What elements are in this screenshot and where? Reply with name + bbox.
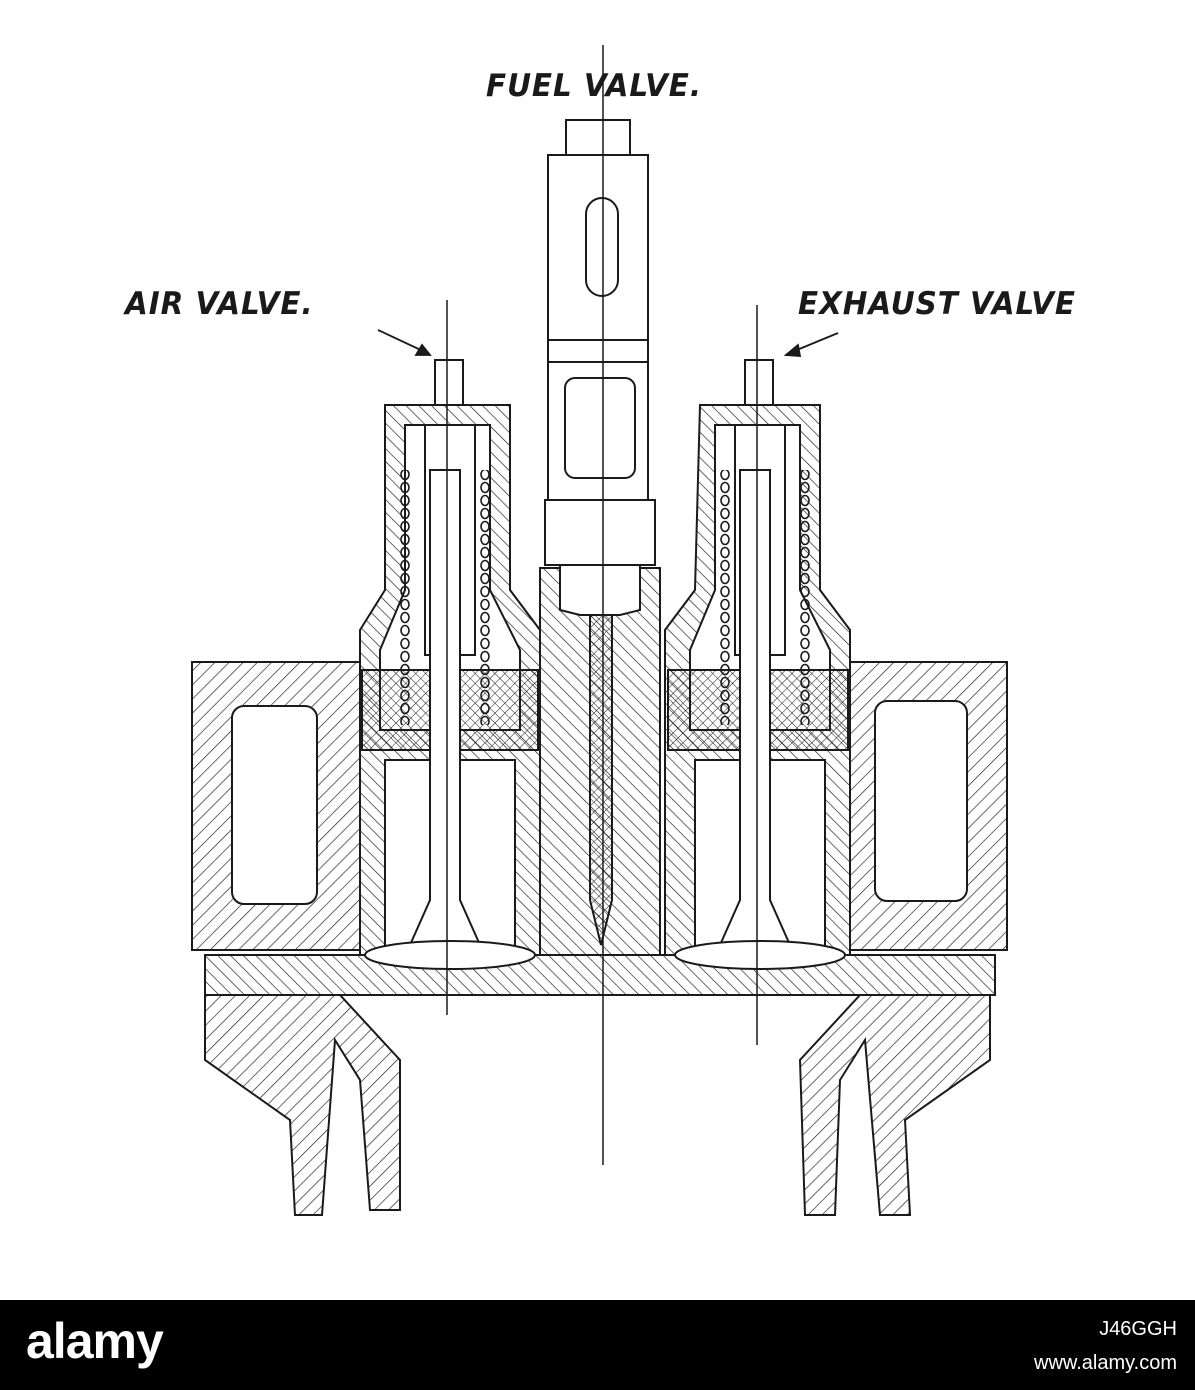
air-valve-cage	[359, 359, 541, 970]
exhaust-valve-label: EXHAUST VALVE	[798, 286, 1076, 322]
cylinder-walls	[204, 994, 991, 1216]
valve-cross-section-drawing	[191, 45, 1008, 1216]
watermark-image-id: J46GGH	[1099, 1318, 1177, 1340]
leader-arrows	[377, 329, 839, 357]
head-lower-band	[204, 954, 996, 996]
air-valve-label: AIR VALVE.	[125, 286, 314, 322]
centre-lines	[446, 45, 758, 1165]
water-jackets	[231, 700, 968, 905]
fuel-valve-label: FUEL VALVE.	[486, 68, 703, 104]
watermark-brand: alamy	[26, 1313, 164, 1369]
fuel-valve	[544, 119, 656, 946]
watermark-url: www.alamy.com	[1034, 1352, 1177, 1374]
watermark-footer: alamy J46GGH www.alamy.com	[0, 1300, 1195, 1390]
